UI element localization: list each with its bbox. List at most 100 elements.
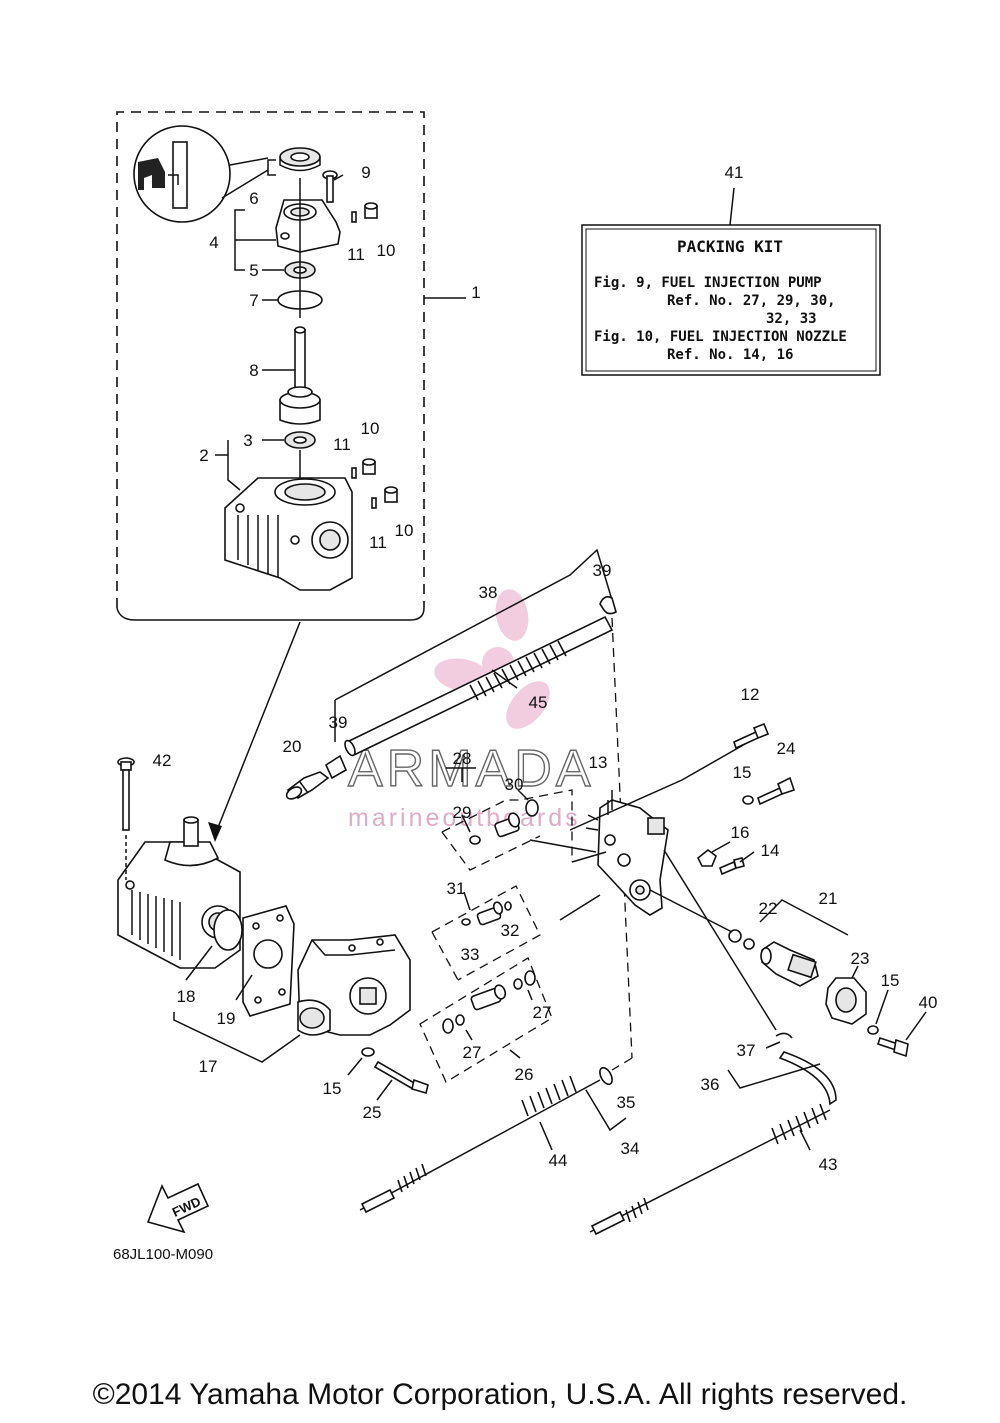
callout-41: 41 bbox=[725, 163, 744, 182]
link-20 bbox=[285, 771, 330, 800]
bolt-14 bbox=[719, 857, 745, 876]
o-ring-22b bbox=[743, 938, 755, 950]
callout-23: 23 bbox=[851, 949, 870, 968]
clamp-16 bbox=[696, 848, 717, 867]
callout-14: 14 bbox=[761, 841, 780, 860]
o-ring-32 bbox=[504, 901, 512, 911]
clip-39 bbox=[324, 754, 348, 780]
callout-43: 43 bbox=[819, 1155, 838, 1174]
callout-11: 11 bbox=[369, 533, 387, 552]
seal-6 bbox=[279, 147, 321, 172]
pin-11 bbox=[351, 211, 357, 223]
o-ring-29 bbox=[469, 835, 481, 845]
callout-35: 35 bbox=[617, 1093, 636, 1112]
drawing-code: 68JL100-M090 bbox=[113, 1246, 214, 1263]
packing-kit-line-4: Fig. 10, FUEL INJECTION NOZZLE bbox=[594, 329, 847, 345]
bolt-42 bbox=[117, 757, 135, 880]
callout-25: 25 bbox=[363, 1103, 382, 1122]
callout-10: 10 bbox=[361, 419, 380, 438]
plunger-group-28 bbox=[441, 767, 573, 871]
callout-7: 7 bbox=[249, 291, 258, 310]
callout-2: 2 bbox=[199, 446, 208, 465]
cable-43 bbox=[589, 1032, 837, 1236]
pin-11 bbox=[371, 497, 377, 509]
callout-17: 17 bbox=[199, 1057, 218, 1076]
washer-15 bbox=[361, 1047, 375, 1057]
valve-32 bbox=[476, 901, 504, 926]
callout-15: 15 bbox=[733, 763, 752, 782]
gasket-19 bbox=[242, 905, 295, 1017]
packing-kit-line-5: Ref. No. 14, 16 bbox=[667, 347, 793, 363]
bolt-40 bbox=[876, 1036, 909, 1058]
assembly-1-dashed-box bbox=[116, 111, 425, 608]
valve-26 bbox=[470, 984, 507, 1011]
callout-15: 15 bbox=[881, 971, 900, 990]
o-ring-18 bbox=[213, 909, 243, 951]
pin-11 bbox=[351, 467, 357, 479]
washer-15 bbox=[867, 1025, 879, 1035]
callout-10: 10 bbox=[377, 241, 396, 260]
assembly-1-group bbox=[116, 111, 466, 621]
clip-39 bbox=[599, 596, 617, 615]
valve-group-31 bbox=[431, 885, 541, 981]
callout-6: 6 bbox=[249, 189, 258, 208]
o-ring-30 bbox=[525, 799, 539, 817]
plug-10 bbox=[364, 202, 378, 219]
callout-11: 11 bbox=[333, 435, 351, 454]
callout-32: 32 bbox=[501, 921, 520, 940]
callout-22: 22 bbox=[759, 899, 778, 918]
shaft-8 bbox=[279, 326, 321, 425]
bolt-24 bbox=[757, 776, 796, 806]
callout-4: 4 bbox=[209, 233, 218, 252]
callout-42: 42 bbox=[153, 751, 172, 770]
fwd-arrow-icon: FWD bbox=[146, 1182, 210, 1234]
callout-24: 24 bbox=[777, 739, 796, 758]
callout-39: 39 bbox=[593, 561, 612, 580]
cable-44 bbox=[359, 1066, 613, 1214]
callout-labels: 41 1 2 3 4 5 6 7 8 9 10 10 10 11 11 11 1… bbox=[153, 163, 938, 1174]
watermark: ARMADA marineoutboards bbox=[347, 589, 594, 832]
bolt-25 bbox=[373, 1060, 429, 1094]
callout-27: 27 bbox=[533, 1003, 552, 1022]
callout-45: 45 bbox=[529, 693, 548, 712]
pump-body-2 bbox=[224, 477, 353, 591]
callout-40: 40 bbox=[919, 993, 938, 1012]
detail-circle bbox=[133, 125, 269, 223]
callout-44: 44 bbox=[549, 1151, 568, 1170]
callout-9: 9 bbox=[361, 163, 370, 182]
plate-23 bbox=[825, 977, 867, 1025]
cylinder-block bbox=[117, 816, 241, 969]
callout-27: 27 bbox=[463, 1043, 482, 1062]
control-rod-38 bbox=[334, 548, 614, 757]
callout-13: 13 bbox=[589, 753, 608, 772]
callout-26: 26 bbox=[515, 1065, 534, 1084]
callout-21: 21 bbox=[819, 889, 838, 908]
callout-37: 37 bbox=[737, 1041, 756, 1060]
sensor-21 bbox=[760, 941, 819, 987]
valve-28 bbox=[494, 812, 521, 838]
callout-36: 36 bbox=[701, 1075, 720, 1094]
callout-1: 1 bbox=[471, 283, 480, 302]
o-ring-27 bbox=[442, 1018, 454, 1034]
bolt-9 bbox=[322, 170, 338, 203]
plug-10 bbox=[362, 458, 376, 475]
washer-15 bbox=[742, 795, 754, 805]
plug-10 bbox=[384, 486, 398, 503]
callout-29: 29 bbox=[453, 803, 472, 822]
callout-39: 39 bbox=[329, 713, 348, 732]
o-ring-33 bbox=[461, 918, 471, 926]
o-ring-27d bbox=[524, 970, 536, 986]
watermark-brand: ARMADA bbox=[348, 740, 594, 798]
packing-kit-line-2: Ref. No. 27, 29, 30, bbox=[667, 293, 836, 309]
callout-10: 10 bbox=[395, 521, 414, 540]
packing-kit-line-1: Fig. 9, FUEL INJECTION PUMP bbox=[594, 275, 822, 291]
packing-kit-title: PACKING KIT bbox=[677, 237, 783, 256]
callout-11: 11 bbox=[347, 245, 365, 264]
packing-kit-box: PACKING KIT Fig. 9, FUEL INJECTION PUMP … bbox=[581, 187, 881, 376]
callout-20: 20 bbox=[283, 737, 302, 756]
callout-3: 3 bbox=[243, 431, 252, 450]
bolt-12 bbox=[733, 722, 770, 750]
injection-bracket-13 bbox=[585, 799, 669, 916]
pump-housing-17 bbox=[297, 934, 411, 1036]
